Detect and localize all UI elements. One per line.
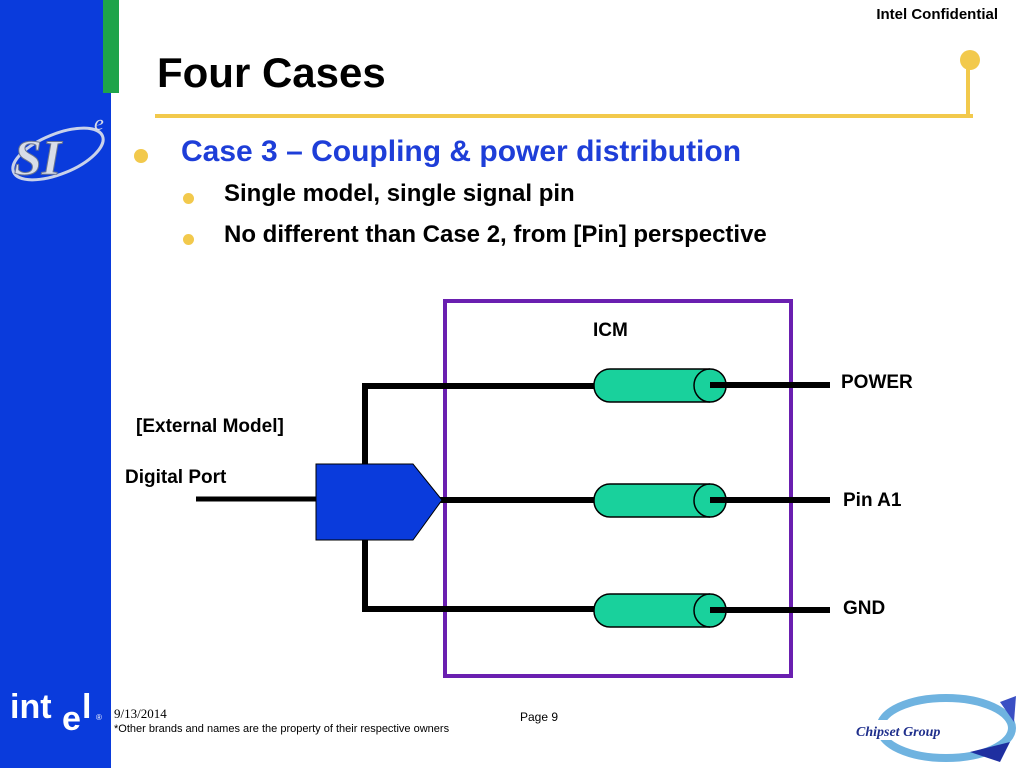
connector-gnd-icon: [593, 593, 727, 628]
slide-title: Four Cases: [157, 49, 386, 96]
intel-logo-e: e: [62, 700, 81, 738]
connector-pin-a1-icon: [593, 483, 727, 518]
icm-label: ICM: [593, 320, 628, 341]
confidential-label: Intel Confidential: [876, 6, 998, 23]
chipset-group-logo: Chipset Group: [854, 694, 1016, 762]
footer-date: 9/13/2014: [114, 706, 167, 721]
title-rule-dot: [960, 50, 980, 70]
green-accent-bar: [103, 0, 119, 93]
bullet-item: No different than Case 2, from [Pin] per…: [224, 221, 767, 248]
pin-label-gnd: GND: [843, 598, 886, 619]
title-underline: [155, 114, 973, 118]
case-heading: Case 3 – Coupling & power distribution: [181, 135, 742, 168]
page-number: Page 9: [520, 710, 559, 724]
digital-port-label: Digital Port: [125, 467, 227, 488]
pin-label-pin-a1: Pin A1: [843, 490, 902, 511]
intel-logo-reg: ®: [96, 713, 102, 722]
si-e-logo: SI e: [11, 110, 105, 186]
icm-box: [443, 299, 793, 678]
intel-logo-l: l: [82, 688, 91, 726]
intel-logo-int: int: [10, 688, 52, 726]
pin-label-power: POWER: [841, 372, 913, 393]
footer-footnote: *Other brands and names are the property…: [114, 723, 450, 735]
external-model-label: [External Model]: [136, 416, 284, 437]
title-rule-vertical: [966, 60, 970, 118]
bullet-item: Single model, single signal pin: [224, 180, 575, 207]
bullet-dot-icon: [134, 149, 148, 163]
digital-port-block: [315, 463, 443, 541]
intel-logo: int e l ®: [10, 688, 102, 738]
bullet-dot-icon: [183, 193, 194, 204]
bullet-dot-icon: [183, 234, 194, 245]
si-logo-superscript: e: [94, 110, 104, 135]
connector-power-icon: [593, 368, 727, 403]
si-logo-text: SI: [14, 129, 63, 185]
chipset-logo-text: Chipset Group: [856, 725, 940, 740]
